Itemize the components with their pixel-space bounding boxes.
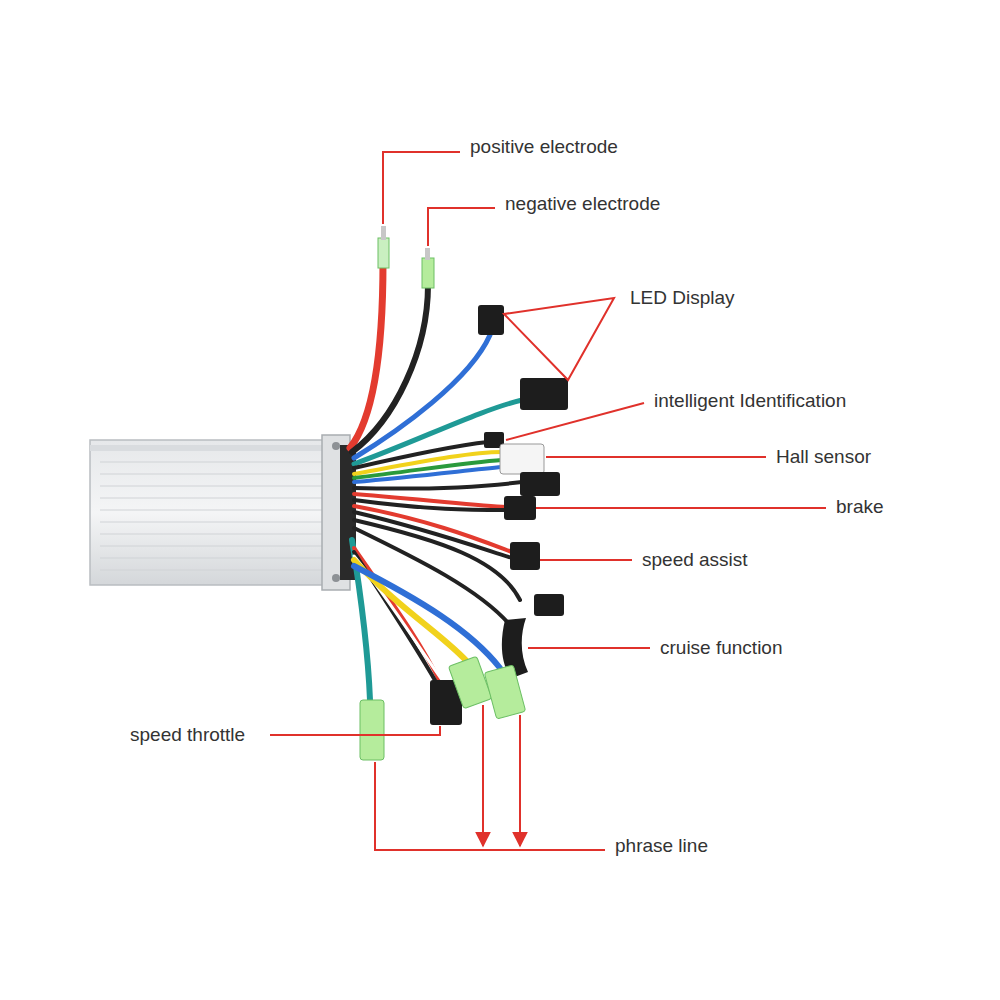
label-negative: negative electrode [505, 193, 660, 216]
label-display: LED Display [630, 287, 735, 310]
label-hall: Hall sensor [776, 446, 871, 469]
label-positive: positive electrode [470, 136, 618, 159]
label-phase: phrase line [615, 835, 708, 858]
wire-connectors [360, 226, 568, 760]
label-assist: speed assist [642, 549, 748, 572]
label-throttle: speed throttle [130, 724, 245, 747]
leader-lines [270, 152, 826, 850]
wire-bundle [350, 262, 522, 700]
label-cruise: cruise function [660, 637, 783, 660]
label-identification: intelligent Identification [654, 390, 846, 413]
controller-box [90, 435, 356, 590]
label-brake: brake [836, 496, 884, 519]
